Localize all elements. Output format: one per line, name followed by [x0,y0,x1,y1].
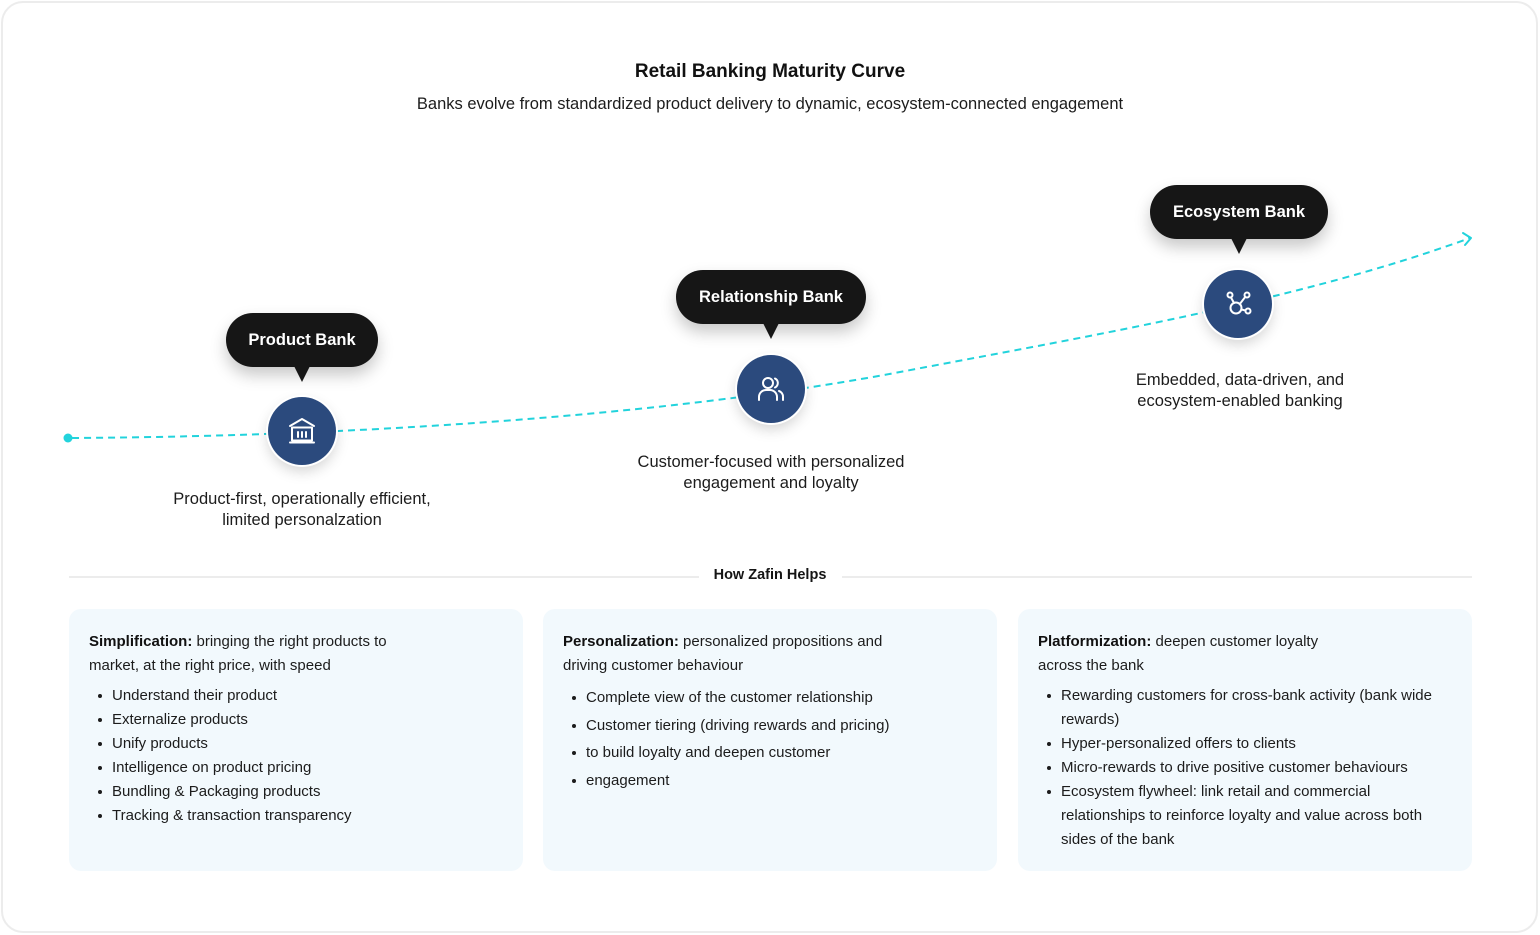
curve-start-dot [63,433,73,443]
card-list: Rewarding customers for cross-bank activ… [1038,684,1438,852]
card-heading: Personalization: [563,633,679,650]
stage-node-ecosystem-bank [1204,270,1272,338]
diagram-title: Retail Banking Maturity Curve [634,61,906,82]
diagram-subtitle: Banks evolve from standardized product d… [416,95,1124,113]
stage-node-relationship-bank [737,355,805,423]
card-lead: Simplification: bringing the right produ… [89,633,387,674]
card-platformization: Platformization: deepen customer loyalty… [1018,609,1472,871]
stage-node-product-bank [268,397,336,465]
card-heading: Simplification: [89,633,193,650]
stage-label-text: Product Bank [248,330,356,349]
list-item: Externalize products [97,708,503,732]
stage-description-relationship-bank: Customer-focused with personalized engag… [637,453,905,492]
list-item: to build loyalty and deepen customer [571,739,977,767]
card-heading: Platformization: [1038,633,1152,650]
stage-description-product-bank: Product-first, operationally efficient, … [173,490,431,529]
card-list: Understand their product Externalize pro… [89,684,503,828]
section-divider-right [842,576,1472,578]
section-divider-left [69,576,699,578]
list-item: Ecosystem flywheel: link retail and comm… [1046,780,1438,852]
stage-label-text: Relationship Bank [699,287,843,306]
stage-label-product-bank: Product Bank [226,313,378,382]
list-item: Rewarding customers for cross-bank activ… [1046,684,1438,732]
stage-description-ecosystem-bank: Embedded, data-driven, and ecosystem-ena… [1135,371,1345,410]
card-lead: Platformization: deepen customer loyalty… [1038,633,1319,674]
list-item: engagement [571,767,977,795]
list-item: Hyper-personalized offers to clients [1046,732,1438,756]
curve-path [71,237,1471,439]
list-item: Intelligence on product pricing [97,756,503,780]
list-item: Tracking & transaction transparency [97,804,503,828]
users-icon [758,377,784,401]
section-title: How Zafin Helps [713,567,827,583]
list-item: Unify products [97,732,503,756]
stage-label-ecosystem-bank: Ecosystem Bank [1150,185,1328,254]
list-item: Customer tiering (driving rewards and pr… [571,712,977,740]
card-lead: Personalization: personalized propositio… [563,633,883,674]
list-item: Micro-rewards to drive positive customer… [1046,756,1438,780]
card-list: Complete view of the customer relationsh… [563,684,977,794]
stage-label-text: Ecosystem Bank [1172,202,1306,221]
network-icon [1226,291,1252,315]
list-item: Bundling & Packaging products [97,780,503,804]
list-item: Complete view of the customer relationsh… [571,684,977,712]
stage-label-relationship-bank: Relationship Bank [676,270,866,339]
curve-arrowhead [1462,232,1472,246]
bank-icon [289,418,315,444]
card-personalization: Personalization: personalized propositio… [543,609,997,871]
card-simplification: Simplification: bringing the right produ… [69,609,523,871]
list-item: Understand their product [97,684,503,708]
